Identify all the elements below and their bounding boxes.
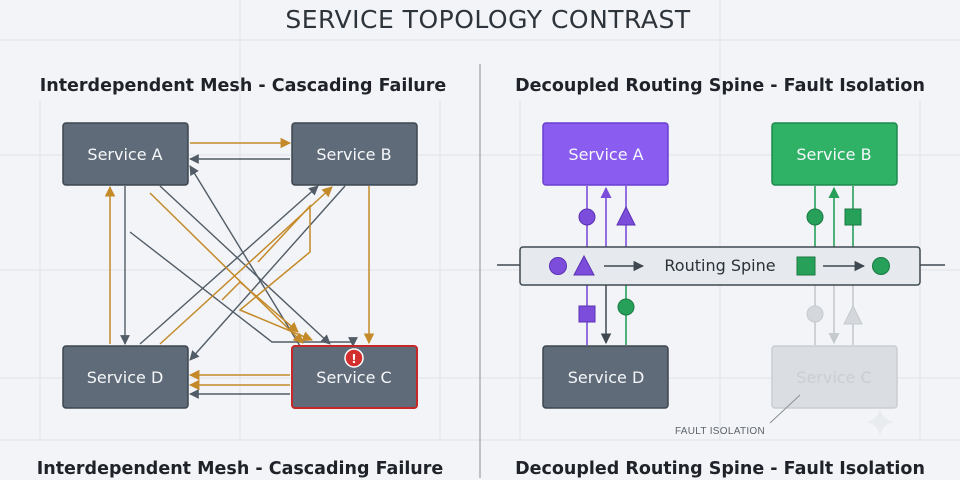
right-panel: Decoupled Routing Spine - Fault Isolatio…	[497, 76, 945, 479]
right-node-a-label: Service A	[568, 145, 643, 164]
arrow-zigzag-cascade-2	[221, 280, 299, 333]
fault-isolation-label: FAULT ISOLATION	[675, 426, 765, 437]
circle-icon	[872, 257, 890, 275]
left-node-a-label: Service A	[87, 145, 162, 164]
square-icon	[796, 256, 816, 276]
triangle-icon	[573, 254, 595, 276]
left-footer: Interdependent Mesh - Cascading Failure	[37, 459, 444, 479]
right-node-d-label: Service D	[568, 368, 645, 387]
circle-icon	[617, 298, 635, 316]
right-node-b[interactable]: Service B	[771, 122, 898, 186]
arrow-zigzag-cascade	[238, 204, 313, 342]
arrow-b-to-d	[189, 185, 346, 361]
right-heading: Decoupled Routing Spine - Fault Isolatio…	[515, 76, 925, 96]
arrow-a-to-c-cascade	[149, 192, 304, 344]
arrow-c-to-a	[189, 165, 301, 347]
square-icon	[578, 305, 596, 323]
left-heading: Interdependent Mesh - Cascading Failure	[40, 76, 447, 96]
arrow-a-to-c-routed	[129, 231, 358, 347]
circle-icon	[806, 305, 824, 323]
sparkle-icon	[866, 408, 894, 436]
spine-label: Routing Spine	[664, 256, 775, 275]
right-node-a[interactable]: Service A	[542, 122, 669, 186]
triangle-icon	[616, 205, 636, 226]
square-icon	[844, 208, 862, 226]
alert-glyph: !	[351, 352, 356, 366]
circle-icon	[806, 208, 824, 226]
mesh-orange-arrows	[104, 137, 375, 391]
page-title: SERVICE TOPOLOGY CONTRAST	[285, 5, 691, 34]
mesh-gray-arrows	[120, 154, 358, 399]
right-node-b-label: Service B	[796, 145, 871, 164]
circle-icon	[549, 257, 567, 275]
left-node-b[interactable]: Service B	[291, 122, 418, 186]
left-node-d[interactable]: Service D	[62, 345, 189, 409]
alert-icon: !	[344, 348, 364, 368]
right-node-c-label: Service C	[796, 368, 871, 387]
arrow-d-to-b	[139, 185, 319, 345]
right-footer: Decoupled Routing Spine - Fault Isolatio…	[515, 459, 925, 479]
right-node-c-isolated[interactable]: Service C	[771, 345, 898, 409]
fault-isolation-leader	[769, 394, 801, 424]
left-node-a[interactable]: Service A	[62, 122, 189, 186]
left-node-b-label: Service B	[316, 145, 391, 164]
left-panel: Interdependent Mesh - Cascading Failure …	[37, 76, 447, 479]
left-node-d-label: Service D	[87, 368, 164, 387]
left-node-c-label: Service C	[316, 368, 391, 387]
circle-icon	[578, 208, 596, 226]
right-node-d[interactable]: Service D	[542, 345, 669, 409]
left-node-c-failed[interactable]: Service C	[291, 345, 418, 409]
arrow-a-to-c	[159, 185, 331, 345]
triangle-icon	[843, 304, 863, 325]
routing-spine[interactable]: Routing Spine	[519, 246, 921, 286]
